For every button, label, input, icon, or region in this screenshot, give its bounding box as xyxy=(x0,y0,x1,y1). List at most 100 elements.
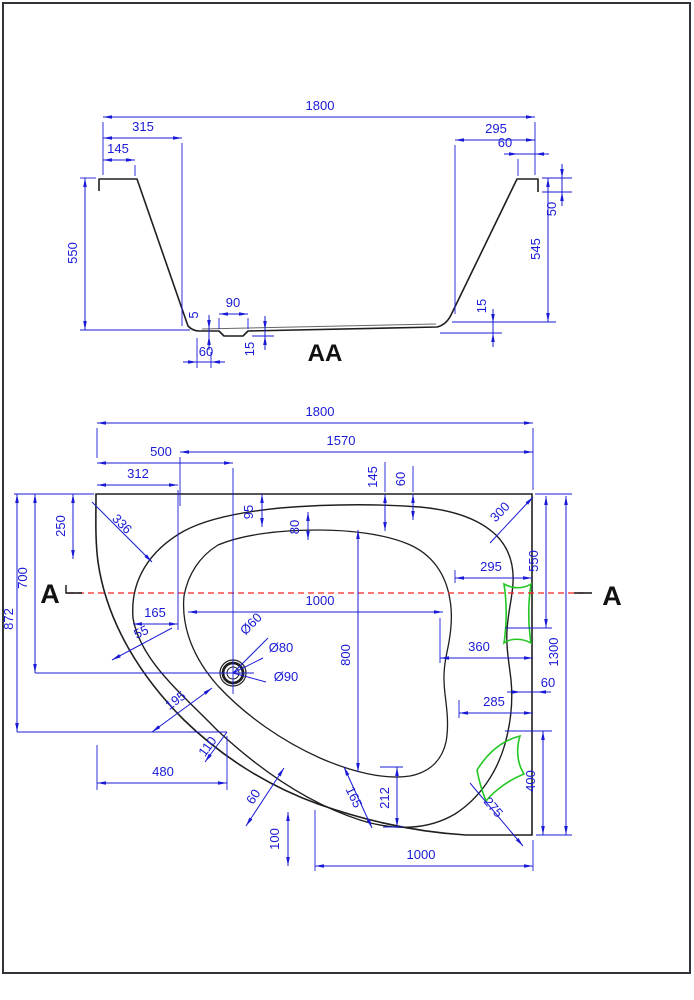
dimension-arrow xyxy=(103,115,112,119)
dimension-label: 300 xyxy=(487,499,513,525)
dimension-arrow xyxy=(491,314,495,323)
dimension-arrow xyxy=(260,494,264,503)
dimension-arrow xyxy=(535,152,544,156)
dimension-arrow xyxy=(515,837,523,846)
dimension-label: 550 xyxy=(526,550,541,572)
dimension-arrow xyxy=(383,522,387,531)
dimension-arrow xyxy=(306,512,310,521)
dimension-label: 5 xyxy=(186,311,201,318)
dimension-arrow xyxy=(169,622,178,626)
dimension-arrow xyxy=(207,320,211,329)
dimension-arrow xyxy=(83,178,87,187)
dimension-arrow xyxy=(356,530,360,539)
dimension-arrow xyxy=(524,864,533,868)
dimension-label: 60 xyxy=(541,675,555,690)
leader-line xyxy=(232,637,269,674)
dimension-arrow xyxy=(544,496,548,505)
dimension-label: 1000 xyxy=(407,847,436,862)
dimension-arrow xyxy=(211,360,220,364)
dimension-arrow xyxy=(524,450,533,454)
dimension-label: 55 xyxy=(131,622,150,642)
section-view-title: AA xyxy=(308,340,343,367)
dimension-label: 285 xyxy=(483,694,505,709)
dimension-label: 800 xyxy=(338,644,353,666)
dimension-arrow xyxy=(315,864,324,868)
dimension-label: 315 xyxy=(132,119,154,134)
dimension-arrow xyxy=(71,494,75,503)
dimension-line xyxy=(489,496,534,544)
dimension-label: 1800 xyxy=(306,404,335,419)
dimension-arrow xyxy=(440,656,449,660)
dimension-arrow xyxy=(277,768,284,777)
tub-rim-outline xyxy=(132,504,514,828)
headrest-pad-right xyxy=(502,582,533,645)
dimension-label: 1000 xyxy=(306,593,335,608)
dimension-arrow xyxy=(97,781,106,785)
dimension-arrow xyxy=(491,333,495,342)
dimension-arrow xyxy=(537,690,546,694)
dimension-arrow xyxy=(286,857,290,866)
dimension-arrow xyxy=(188,360,197,364)
dimension-arrow xyxy=(546,313,550,322)
dimension-label: 60 xyxy=(393,472,408,486)
dimension-arrow xyxy=(526,138,535,142)
dimension-line xyxy=(343,766,373,829)
dimension-arrow xyxy=(207,336,211,345)
dimension-arrow xyxy=(344,767,350,776)
dimension-label: 312 xyxy=(127,466,149,481)
dimension-line xyxy=(111,627,173,661)
dimension-arrow xyxy=(103,158,112,162)
dimension-arrow xyxy=(97,461,106,465)
tub-basin-outline xyxy=(182,529,453,778)
dimension-label: 145 xyxy=(365,466,380,488)
dimension-arrow xyxy=(33,664,37,673)
dimension-arrow xyxy=(219,312,228,316)
dimension-arrow xyxy=(306,531,310,540)
dimension-arrow xyxy=(544,619,548,628)
dimension-arrow xyxy=(218,781,227,785)
section-view: AA xyxy=(98,178,539,367)
dimension-arrow xyxy=(434,610,443,614)
dimension-arrow xyxy=(395,767,399,776)
dimension-label: 60 xyxy=(243,786,263,806)
dimension-label: 480 xyxy=(152,764,174,779)
dimension-label: 110 xyxy=(195,734,219,760)
dimension-arrow xyxy=(239,312,248,316)
dimension-arrow xyxy=(411,511,415,520)
dimension-arrow xyxy=(97,421,106,425)
dimension-arrow xyxy=(169,483,178,487)
dimension-label: 60 xyxy=(498,135,512,150)
dimension-arrow xyxy=(455,576,464,580)
dimension-arrow xyxy=(526,115,535,119)
dimension-label: 195 xyxy=(162,688,188,713)
dimension-label: 165 xyxy=(144,605,166,620)
dimension-label: 295 xyxy=(485,121,507,136)
dimension-arrow xyxy=(263,336,267,345)
dimension-arrow xyxy=(173,136,182,140)
dimension-label: 872 xyxy=(1,608,16,630)
dimension-arrow xyxy=(509,152,518,156)
dimension-label: 100 xyxy=(267,828,282,850)
diameter-label: Ø60 xyxy=(237,610,265,638)
dimension-arrow xyxy=(395,818,399,827)
dimension-arrow xyxy=(455,138,464,142)
dimension-arrow xyxy=(525,497,533,505)
dimension-arrow xyxy=(512,690,521,694)
dimension-arrow xyxy=(383,494,387,503)
dimension-label: 145 xyxy=(107,141,129,156)
dimension-label: 60 xyxy=(199,344,213,359)
dimension-arrow xyxy=(152,725,161,732)
dimension-arrow xyxy=(126,158,135,162)
dimension-arrow xyxy=(263,321,267,330)
dimension-label: 1800 xyxy=(306,98,335,113)
dimension-line xyxy=(469,782,524,847)
diameter-label: Ø80 xyxy=(269,640,294,655)
headrest-pad-bottom xyxy=(476,734,526,803)
dimension-line xyxy=(91,501,153,563)
dimension-arrow xyxy=(133,622,142,626)
dimension-arrow xyxy=(541,731,545,740)
dimension-arrow xyxy=(286,812,290,821)
section-marker-right: A xyxy=(602,581,622,611)
diameter-label: Ø90 xyxy=(274,669,299,684)
